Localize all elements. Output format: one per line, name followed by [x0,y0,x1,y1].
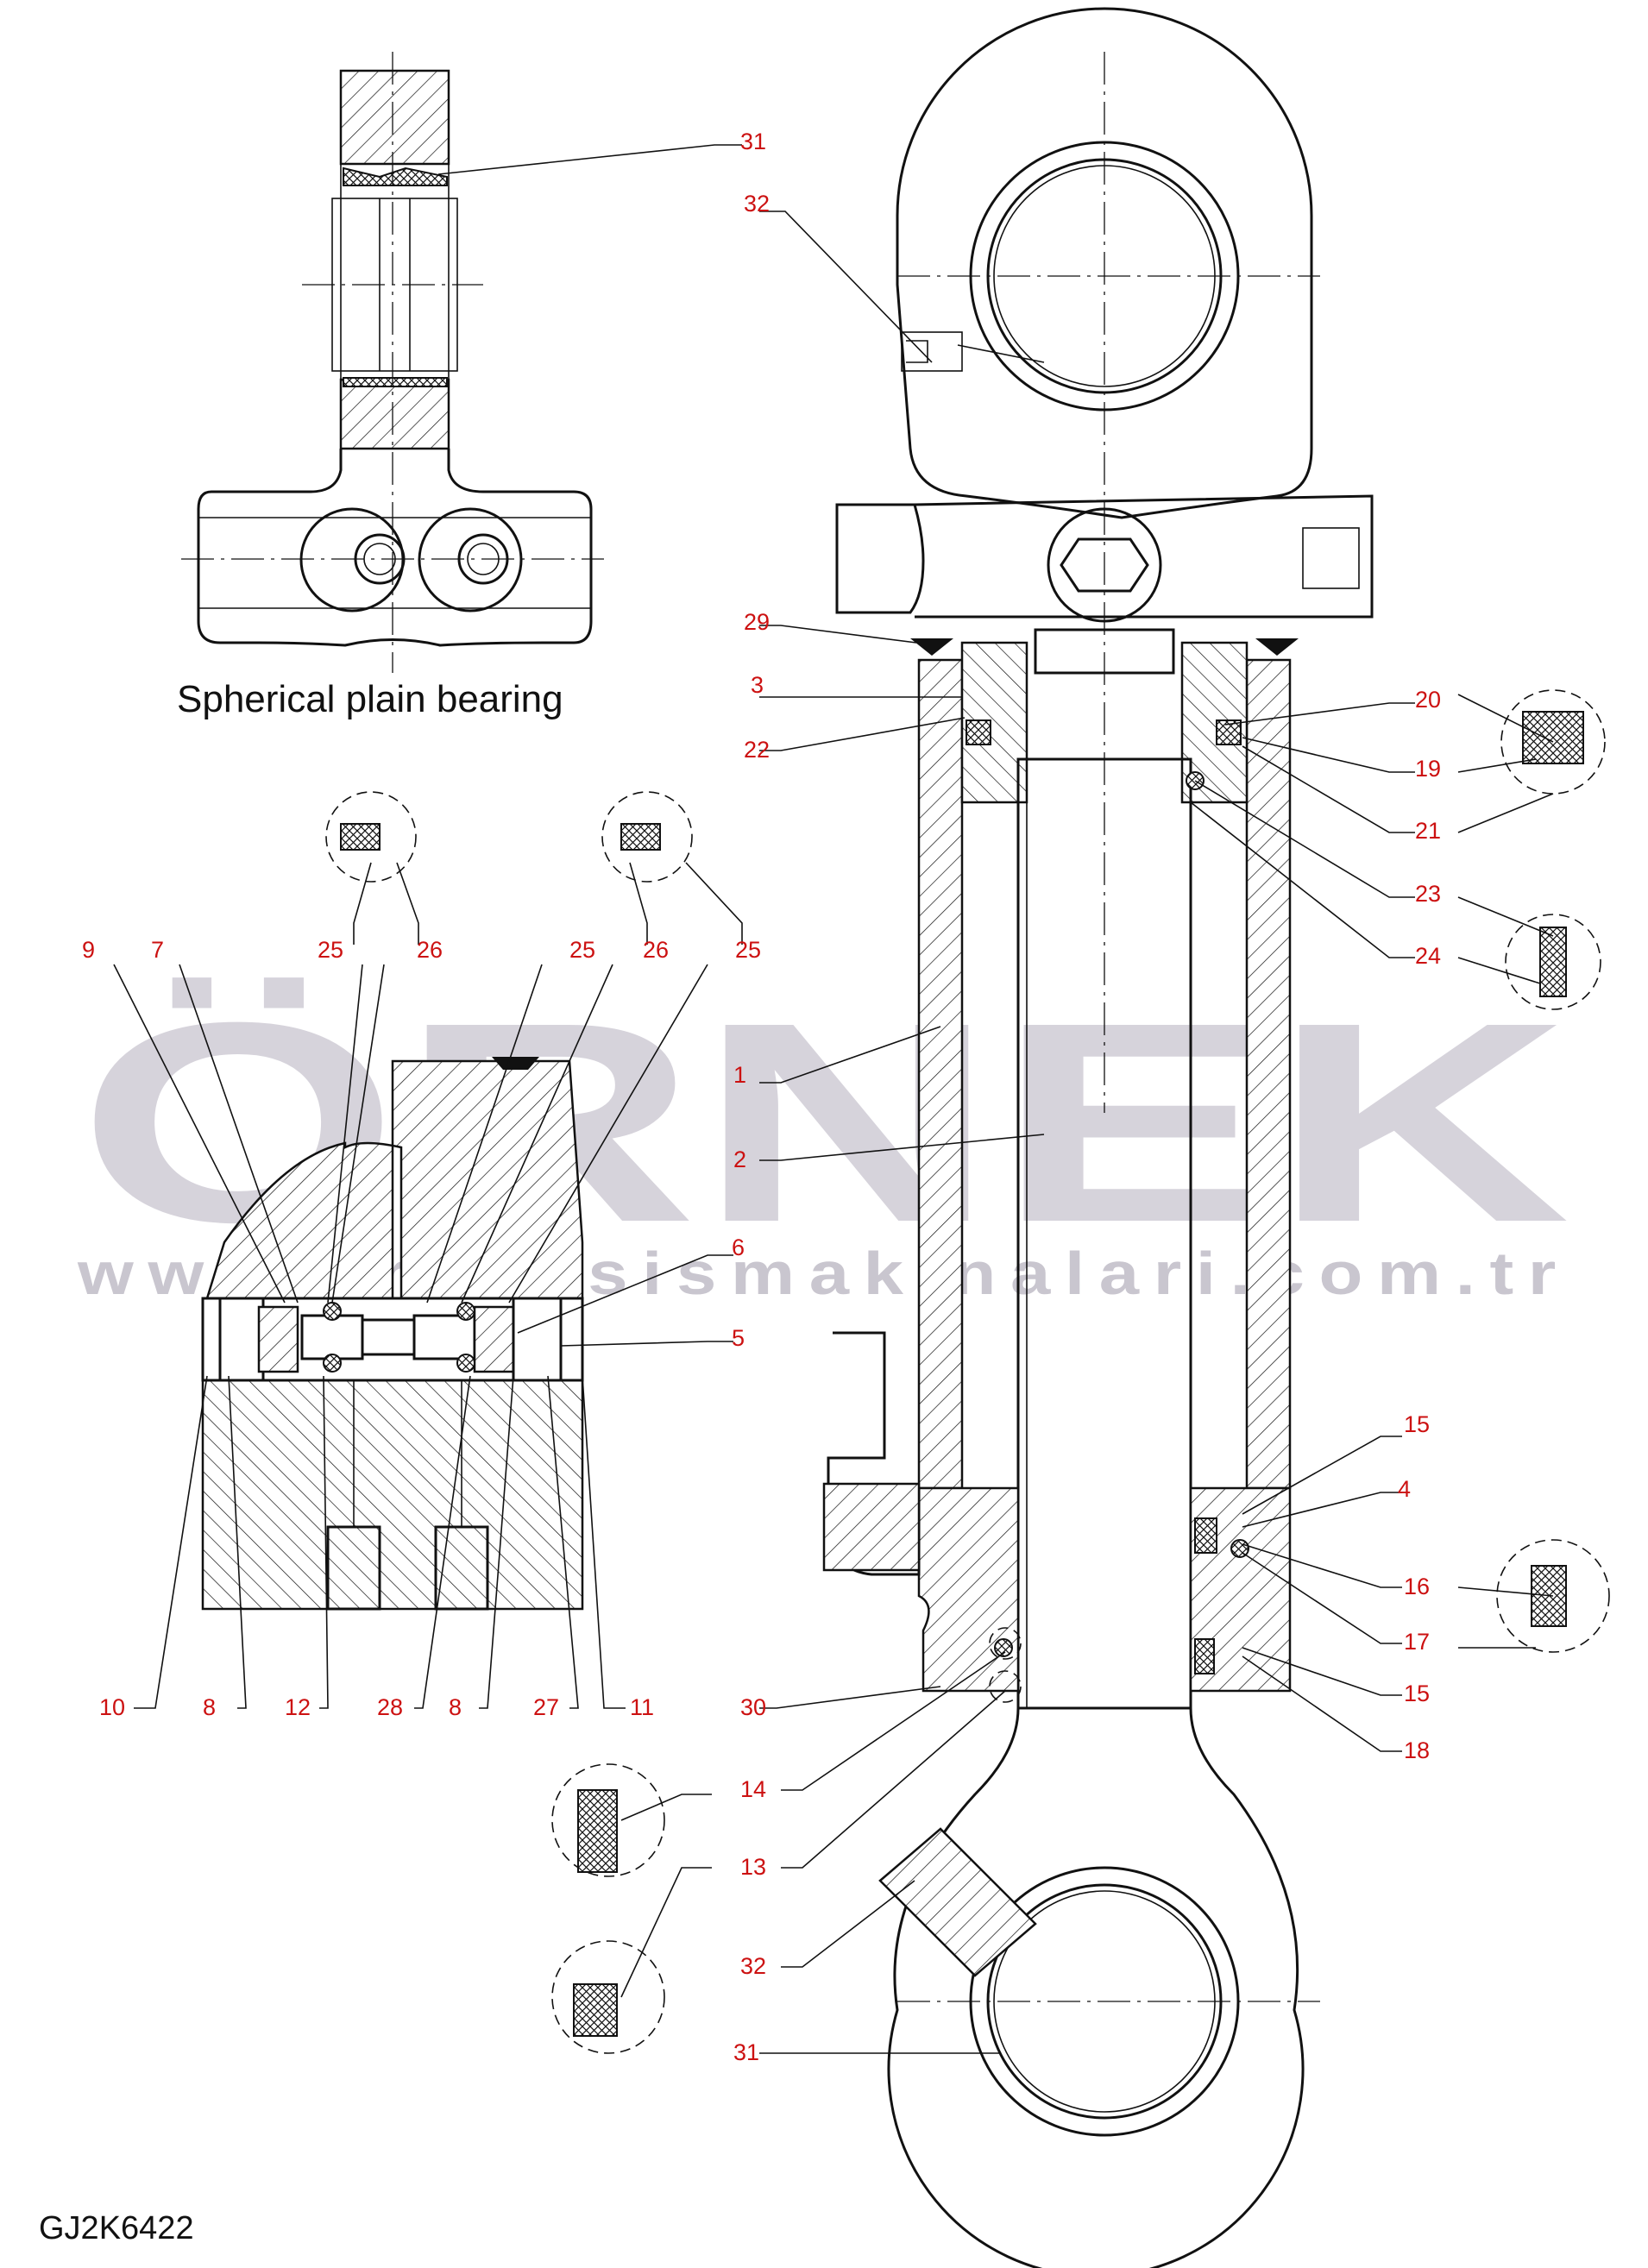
callout-5: 5 [732,1325,745,1351]
callout-8-a: 8 [203,1694,216,1720]
callout-1: 1 [733,1062,746,1088]
callout-11: 11 [630,1694,654,1720]
callout-25-a: 25 [318,937,343,963]
callout-23: 23 [1415,881,1441,907]
callout-26-a: 26 [417,937,443,963]
callout-31-top: 31 [740,129,766,154]
callout-28: 28 [377,1694,403,1720]
callout-21: 21 [1415,818,1441,844]
callout-31-bottom: 31 [733,2039,759,2065]
callout-18: 18 [1404,1737,1430,1763]
caption-spherical-bearing: Spherical plain bearing [177,678,563,720]
callout-22: 22 [744,737,770,763]
callout-26-b: 26 [643,937,669,963]
callout-10: 10 [99,1694,125,1720]
leader-lines [113,144,1554,2054]
callout-16: 16 [1404,1574,1430,1599]
callout-25-b: 25 [735,937,761,963]
callout-13: 13 [740,1854,766,1880]
detail-circles [325,689,1610,2054]
callout-25-d: 25 [569,937,595,963]
callout-27: 27 [533,1694,559,1720]
callout-29: 29 [744,609,770,635]
callout-7: 7 [151,937,164,963]
cylinder-main-view [822,7,1374,2268]
drawing-code: GJ2K6422 [39,2210,194,2246]
callout-14: 14 [740,1776,766,1802]
callout-15-b: 15 [1404,1681,1430,1706]
callout-20: 20 [1415,687,1441,713]
callout-24: 24 [1415,943,1441,969]
callout-17: 17 [1404,1629,1430,1655]
callout-15-a: 15 [1404,1411,1430,1437]
callout-4: 4 [1398,1476,1411,1502]
callout-32-bottom: 32 [740,1953,766,1979]
callout-labels: 31 32 29 3 22 20 19 21 23 24 25 26 26 25… [82,129,1441,2065]
callout-30: 30 [740,1694,766,1720]
callout-12: 12 [285,1694,311,1720]
callout-2: 2 [733,1147,746,1172]
callout-8-b: 8 [449,1694,462,1720]
callout-19: 19 [1415,756,1441,782]
callout-32-top: 32 [744,191,770,217]
callout-9: 9 [82,937,95,963]
callout-3: 3 [751,672,764,698]
spherical-bearing-view: Spherical plain bearing [177,52,604,720]
callout-6: 6 [732,1235,745,1260]
